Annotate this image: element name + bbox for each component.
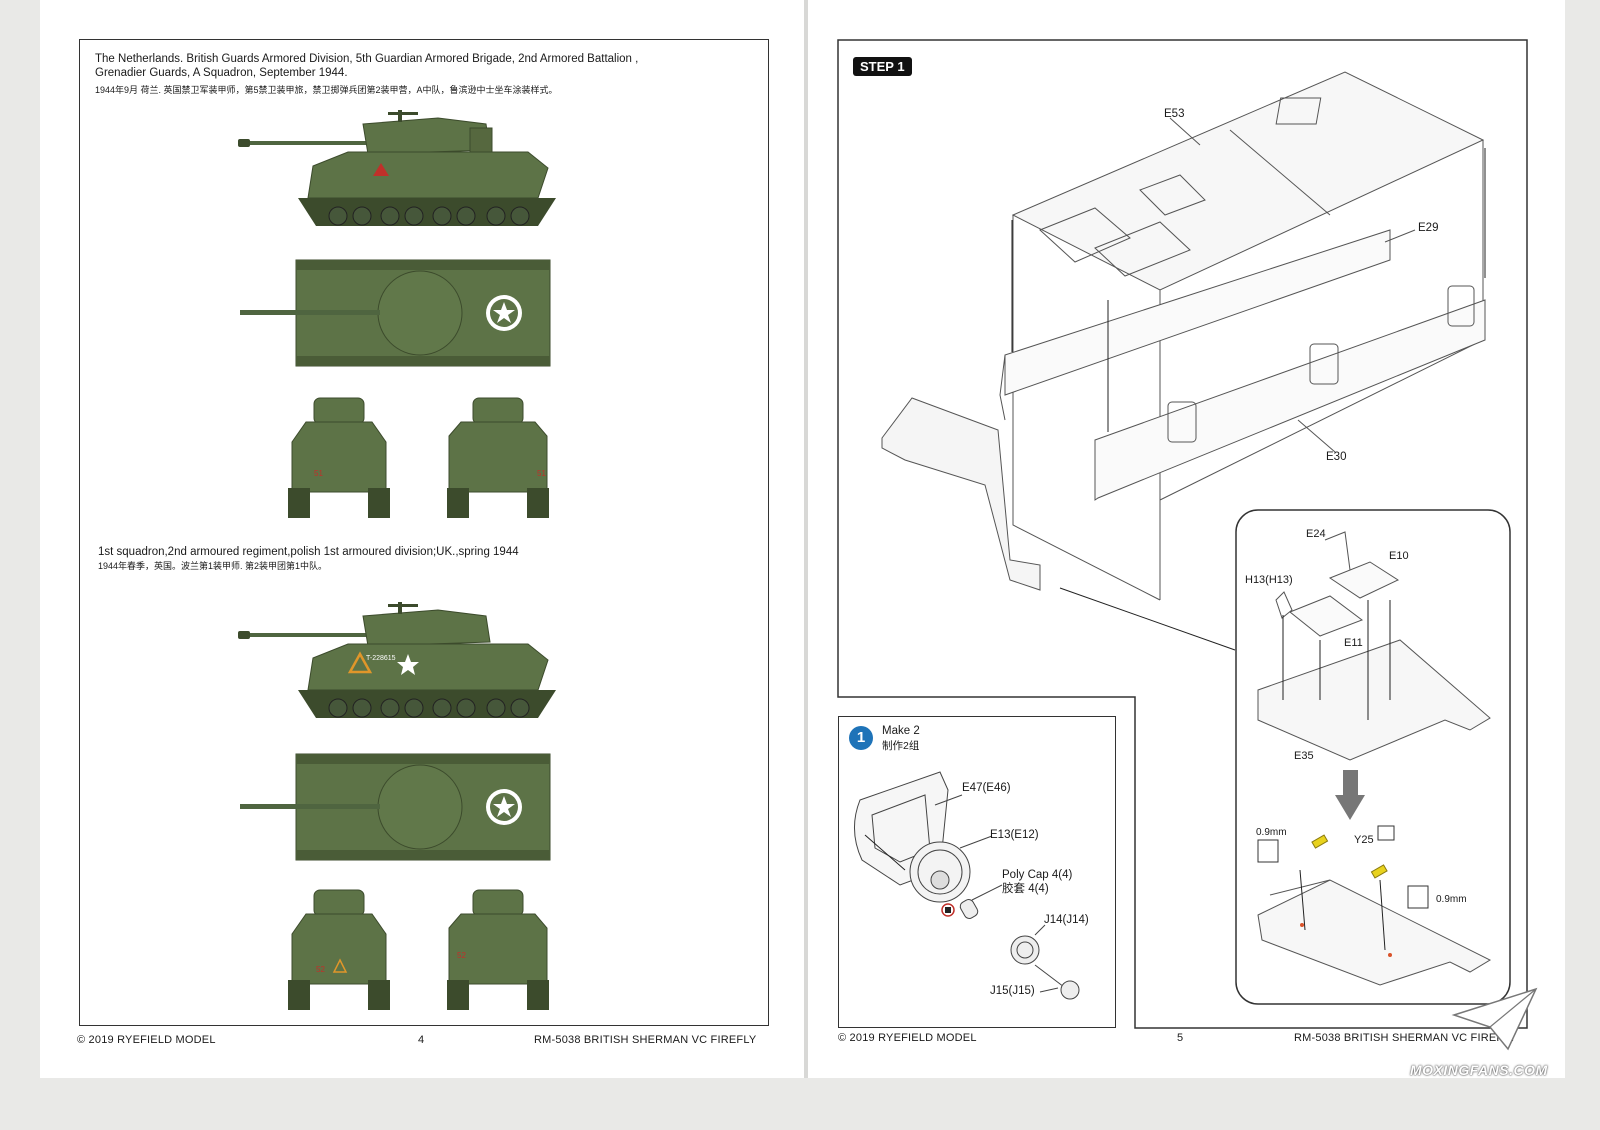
part-label-e35: E35: [1294, 750, 1314, 762]
scheme2-rear-number: 52: [457, 951, 466, 960]
subassembly-make-label-cn: 制作2组: [882, 740, 920, 752]
right-footer-copyright: © 2019 RYEFIELD MODEL: [838, 1032, 977, 1044]
paper-plane-logo: [1451, 987, 1538, 1051]
part-label-j15: J15(J15): [990, 985, 1035, 997]
part-label-e10: E10: [1389, 550, 1409, 562]
right-footer-page-number: 5: [1177, 1032, 1184, 1044]
scheme1-side-view: [238, 110, 556, 226]
painting-guide-frame: [79, 39, 769, 1026]
part-label-e29: E29: [1418, 222, 1439, 234]
part-label-j14: J14(J14): [1044, 914, 1089, 926]
left-footer-product: RM-5038 BRITISH SHERMAN VC FIREFLY: [534, 1034, 757, 1046]
part-label-e11: E11: [1344, 637, 1363, 649]
scheme1-front-number: 51: [314, 469, 323, 478]
step-label: STEP 1: [853, 57, 912, 76]
part-label-y25: Y25: [1354, 834, 1374, 846]
scheme2-rear-view: 52: [447, 889, 549, 1010]
scheme2-top-view: [240, 753, 551, 861]
part-label-e53: E53: [1164, 108, 1185, 120]
scheme1-rear-view: 51: [447, 397, 549, 518]
part-label-e13: E13(E12): [990, 829, 1039, 841]
drill-size-label-1: 0.9mm: [1256, 827, 1287, 838]
page-gutter: [804, 0, 808, 1078]
scheme2-serial: T-228615: [366, 655, 396, 662]
part-label-e30: E30: [1326, 451, 1347, 463]
subassembly-number: 1: [849, 726, 873, 750]
scheme1-caption-cn: 1944年9月 荷兰. 英国禁卫军装甲师，第5禁卫装甲旅，禁卫掷弹兵团第2装甲营…: [95, 85, 558, 95]
left-footer-page-number: 4: [418, 1034, 425, 1046]
drill-size-label-2: 0.9mm: [1436, 894, 1467, 905]
right-footer-product: RM-5038 BRITISH SHERMAN VC FIREFLY: [1294, 1032, 1517, 1044]
scheme2-front-view: 52: [288, 889, 390, 1010]
part-label-poly-cap-cn: 胶套 4(4): [1002, 883, 1049, 895]
left-footer-copyright: © 2019 RYEFIELD MODEL: [77, 1034, 216, 1046]
part-label-h13: H13(H13): [1245, 574, 1293, 586]
scheme1-top-view: [240, 259, 551, 367]
scheme2-side-view: T-228615: [238, 602, 556, 718]
scheme1-caption: The Netherlands. British Guards Armored …: [95, 53, 639, 79]
scheme2-front-number: 52: [316, 965, 325, 974]
subassembly-frame: [838, 716, 1116, 1028]
part-label-poly-cap: Poly Cap 4(4): [1002, 869, 1073, 881]
scheme1-rear-number: 51: [537, 469, 546, 478]
subassembly-make-label: Make 2: [882, 725, 920, 737]
site-watermark: MOXINGFANS.COM: [1410, 1062, 1548, 1078]
part-label-e24: E24: [1306, 528, 1326, 540]
scheme2-caption-cn: 1944年春季，英国。波兰第1装甲师. 第2装甲团第1中队。: [98, 561, 328, 571]
scheme1-front-view: 51: [288, 397, 390, 518]
part-label-e47: E47(E46): [962, 782, 1011, 794]
scheme2-caption: 1st squadron,2nd armoured regiment,polis…: [98, 546, 519, 558]
